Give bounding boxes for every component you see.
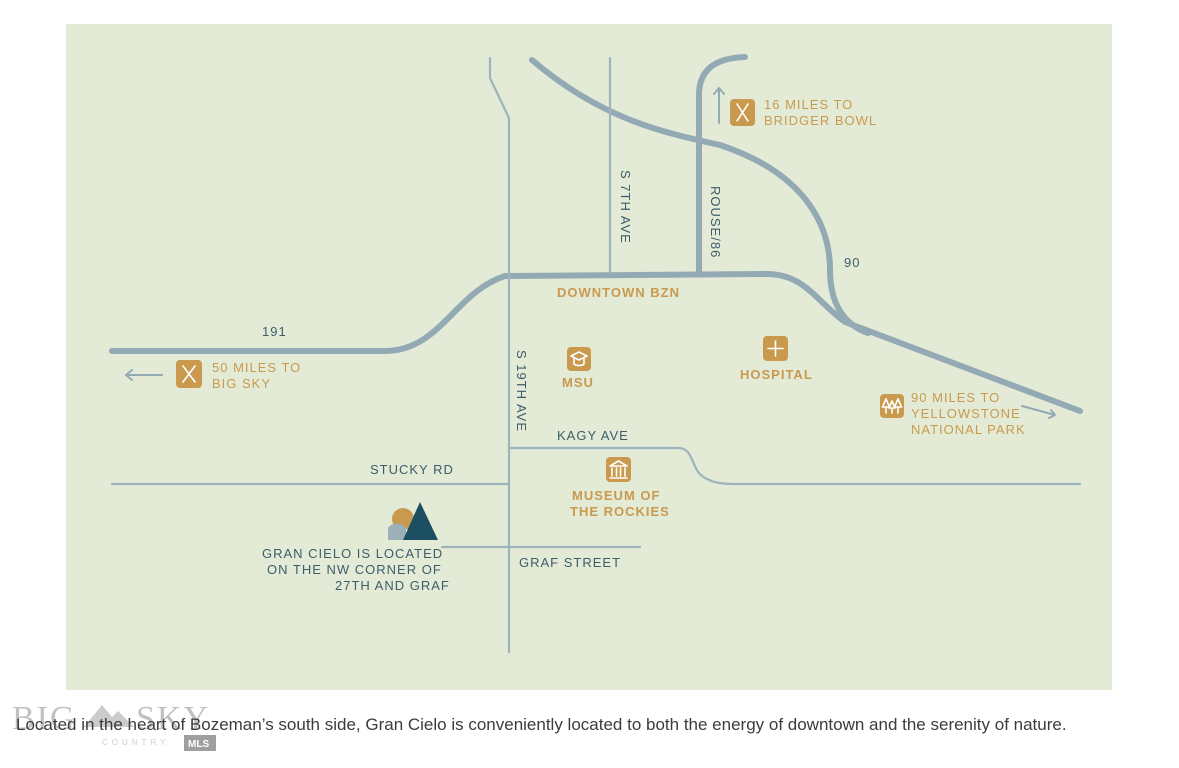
- svg-text:SKY: SKY: [136, 700, 210, 737]
- graduation-cap-icon: [567, 347, 591, 371]
- arrow-right-icon: [1021, 405, 1056, 419]
- big-sky-mls-logo: BIG SKY COUNTRY MLS: [12, 700, 216, 751]
- label-museum-2: THE ROCKIES: [570, 504, 670, 519]
- road-i90: [529, 57, 871, 336]
- label-yellowstone-2: YELLOWSTONE: [911, 406, 1021, 421]
- trees-icon: [880, 394, 904, 418]
- label-i90: 90: [844, 255, 860, 270]
- ski-icon: [730, 99, 755, 126]
- label-kagy: KAGY AVE: [557, 428, 629, 443]
- road-191: [109, 271, 1083, 414]
- arrow-up-icon: [713, 87, 725, 124]
- label-191: 191: [262, 324, 287, 339]
- svg-text:MLS: MLS: [188, 739, 209, 750]
- medical-cross-icon: [763, 336, 788, 361]
- svg-text:BIG: BIG: [12, 700, 77, 737]
- road-rouse: [696, 54, 748, 277]
- museum-icon: [606, 457, 631, 482]
- mountain-sun-icon: [388, 502, 438, 540]
- road-s19th: [488, 56, 511, 654]
- label-site-3: 27TH AND GRAF: [335, 578, 450, 593]
- label-bridger-2: BRIDGER BOWL: [764, 113, 877, 128]
- label-s19th: S 19TH AVE: [514, 350, 529, 432]
- label-rouse: ROUSE/86: [708, 186, 723, 258]
- label-s7th: S 7TH AVE: [618, 170, 633, 244]
- label-site-2: ON THE NW CORNER OF: [267, 562, 442, 577]
- arrow-left-icon: [125, 369, 163, 381]
- label-bridger-1: 16 MILES TO: [764, 97, 853, 112]
- label-yellowstone-3: NATIONAL PARK: [911, 422, 1026, 437]
- ski-icon: [176, 360, 202, 388]
- label-museum-1: MUSEUM OF: [572, 488, 660, 503]
- label-bigsky-2: BIG SKY: [212, 376, 271, 391]
- road-kagy: [507, 446, 1082, 486]
- label-bigsky-1: 50 MILES TO: [212, 360, 301, 375]
- label-yellowstone-1: 90 MILES TO: [911, 390, 1000, 405]
- map-caption: Located in the heart of Bozeman’s south …: [16, 715, 1067, 734]
- svg-text:COUNTRY: COUNTRY: [102, 738, 169, 747]
- label-downtown: DOWNTOWN BZN: [557, 285, 680, 300]
- label-stucky: STUCKY RD: [370, 462, 454, 477]
- label-graf: GRAF STREET: [519, 555, 621, 570]
- label-msu: MSU: [562, 375, 594, 390]
- mountain-icon: [84, 705, 134, 727]
- label-site-1: GRAN CIELO IS LOCATED: [262, 546, 443, 561]
- label-hospital: HOSPITAL: [740, 367, 813, 382]
